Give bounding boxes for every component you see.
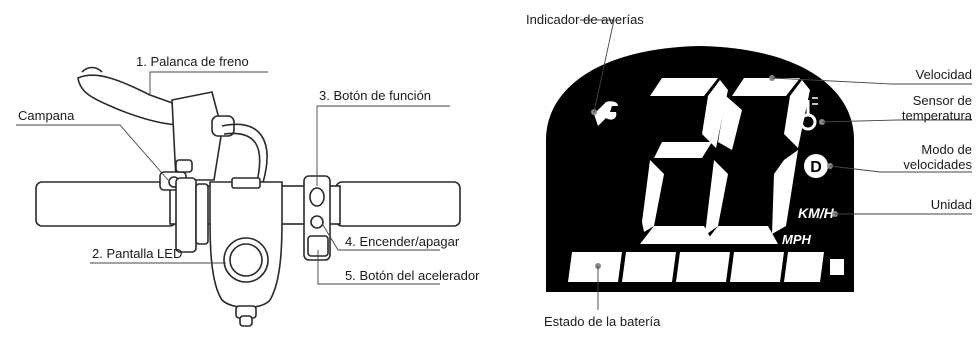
brake-lever-label: 1. Palanca de freno <box>136 54 249 69</box>
clamp-left <box>175 177 197 253</box>
speed-mode-label-line2: velocidades <box>903 157 972 172</box>
leader-power <box>322 224 440 251</box>
temperature-label-line2: temperatura <box>902 108 973 123</box>
right-grip <box>335 181 461 227</box>
throttle-button-label: 5. Botón del acelerador <box>345 268 480 283</box>
temperature-label-line1: Sensor de <box>913 93 972 108</box>
leader-mode <box>829 165 972 173</box>
function-button-label: 3. Botón de función <box>319 88 431 103</box>
battery-bar-4 <box>730 252 784 282</box>
speed-digit-2 <box>640 78 728 244</box>
function-button <box>309 187 325 207</box>
leader-brake <box>149 71 268 96</box>
left-grip <box>35 181 177 227</box>
brake-lever <box>77 74 183 126</box>
battery-status-label: Estado de la batería <box>544 314 661 329</box>
wrench-icon <box>594 101 618 126</box>
speed-mode-label-line1: Modo de <box>921 142 972 157</box>
lcd-panel: 20 D KM/H MPH <box>546 46 854 292</box>
leader-throttle <box>317 250 440 285</box>
thermometer-icon <box>799 97 818 131</box>
leader-fault <box>580 19 615 113</box>
unit-mph: MPH <box>782 232 812 247</box>
battery-bar-tip <box>830 259 844 275</box>
speed-mode-icon: D <box>804 154 828 178</box>
speed-digit-0 <box>704 78 810 244</box>
fault-indicator-label: Indicador de averías <box>526 12 644 27</box>
leader-temp <box>821 119 972 123</box>
bell-label: Campana <box>18 108 75 123</box>
power-label: 4. Encender/apagar <box>345 234 460 249</box>
power-button <box>310 215 324 229</box>
leader-function <box>316 105 450 186</box>
battery-bar-5 <box>784 252 824 282</box>
unit-label: Unidad <box>931 197 972 212</box>
battery-bar-2 <box>622 252 676 282</box>
leader-bell <box>16 124 169 181</box>
right-leader-lines <box>580 19 972 310</box>
leader-speed <box>771 77 972 85</box>
speed-label: Velocidad <box>916 67 972 82</box>
left-leader-lines <box>16 71 450 285</box>
mode-letter: D <box>810 159 822 176</box>
battery-bar-1 <box>568 252 622 282</box>
battery-bars <box>568 252 844 282</box>
battery-bar-3 <box>676 252 730 282</box>
unit-kmh: KM/H <box>798 205 835 221</box>
led-display-label: 2. Pantalla LED <box>92 246 182 261</box>
handlebar-illustration <box>35 66 461 327</box>
